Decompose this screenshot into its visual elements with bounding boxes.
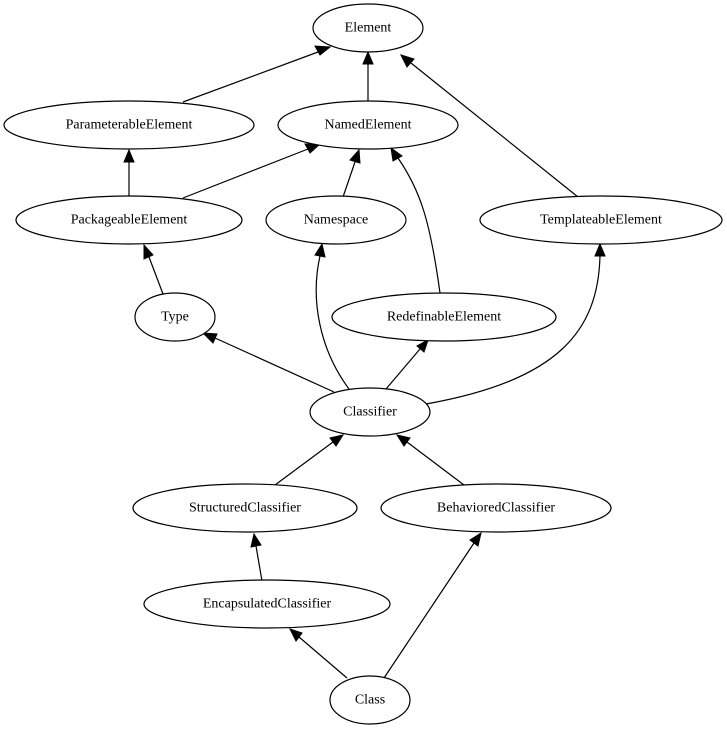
node-classifier-label: Classifier [343, 405, 397, 420]
edge-classifier-to-type [201, 332, 335, 393]
edge-parameterableelement-to-element [182, 45, 332, 103]
node-templateableelement-label: TemplateableElement [540, 213, 662, 228]
node-namespace[interactable]: Namespace [265, 195, 407, 245]
edge-class-to-encapsulatedclassifier [289, 628, 348, 679]
node-behavioredclassifier-label: BehavioredClassifier [437, 501, 556, 516]
node-type[interactable]: Type [134, 292, 216, 342]
edge-classifier-to-redefinableelement [385, 338, 429, 390]
edge-encapsulatedclassifier-to-structuredclassifier [250, 532, 263, 582]
edge-packageableelement-to-namedelement [182, 143, 322, 199]
node-namedelement[interactable]: NamedElement [277, 100, 459, 150]
node-namedelement-label: NamedElement [324, 118, 411, 133]
node-class-label: Class [355, 693, 385, 708]
edge-namespace-to-namedelement [342, 148, 361, 198]
edge-templateableelement-to-element [400, 54, 579, 198]
node-type-label: Type [161, 310, 189, 325]
node-parameterableelement-label: ParameterableElement [66, 118, 193, 133]
node-templateableelement[interactable]: TemplateableElement [479, 195, 723, 245]
edge-classifier-to-templateableelement [425, 242, 606, 405]
node-element-label: Element [345, 21, 392, 36]
edge-behavioredclassifier-to-classifier [395, 434, 465, 486]
node-redefinableelement[interactable]: RedefinableElement [331, 292, 557, 342]
edge-packageableelement-to-parameterableelement [123, 148, 135, 196]
edge-classifier-to-namespace [314, 242, 350, 390]
edge-redefinableelement-to-namedelement [390, 146, 441, 294]
node-packageableelement-label: PackageableElement [71, 213, 188, 228]
node-classifier[interactable]: Classifier [309, 387, 431, 437]
edge-class-to-behavioredclassifier [383, 531, 482, 679]
node-parameterableelement[interactable]: ParameterableElement [3, 100, 255, 150]
node-element[interactable]: Element [312, 3, 424, 53]
edge-namedelement-to-element [362, 50, 374, 101]
node-packageableelement[interactable]: PackageableElement [15, 195, 243, 245]
edge-type-to-packageableelement [143, 243, 164, 295]
node-class[interactable]: Class [329, 675, 411, 725]
node-redefinableelement-label: RedefinableElement [387, 310, 501, 325]
node-structuredclassifier[interactable]: StructuredClassifier [132, 483, 358, 533]
node-encapsulatedclassifier-label: EncapsulatedClassifier [203, 597, 332, 612]
edge-structuredclassifier-to-classifier [274, 434, 345, 486]
node-structuredclassifier-label: StructuredClassifier [189, 501, 301, 516]
node-behavioredclassifier[interactable]: BehavioredClassifier [380, 483, 612, 533]
node-namespace-label: Namespace [304, 213, 369, 228]
node-encapsulatedclassifier[interactable]: EncapsulatedClassifier [143, 579, 391, 629]
